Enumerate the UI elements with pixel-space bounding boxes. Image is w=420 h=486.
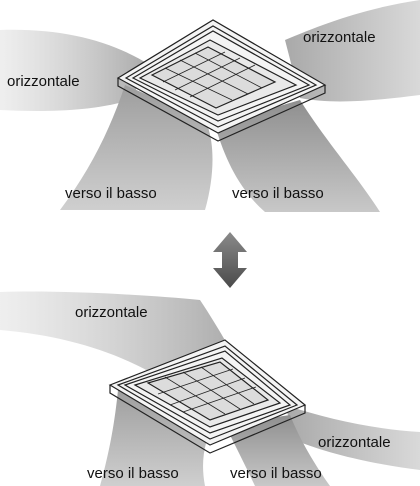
bottom-label-horizontal-right: orizzontale <box>318 434 391 451</box>
bottom-airflow-group <box>0 291 420 486</box>
top-airflow-horizontal-right <box>285 0 420 102</box>
bottom-label-down-left: verso il basso <box>87 465 179 482</box>
bottom-cassette-unit <box>108 339 307 454</box>
bottom-airflow-horizontal-right <box>285 405 420 470</box>
top-label-down-left: verso il basso <box>65 185 157 202</box>
top-airflow-group <box>0 0 420 212</box>
top-label-down-right: verso il basso <box>232 185 324 202</box>
top-airflow-down-right <box>215 100 380 212</box>
top-label-horizontal-left: orizzontale <box>7 73 80 90</box>
top-airflow-down-left <box>60 85 213 210</box>
top-label-horizontal-right: orizzontale <box>303 29 376 46</box>
up-down-arrow-icon <box>213 232 247 288</box>
bottom-label-horizontal-top: orizzontale <box>75 304 148 321</box>
bottom-label-down-right: verso il basso <box>230 465 322 482</box>
bottom-airflow-horizontal-top <box>0 291 240 372</box>
top-cassette-unit <box>116 19 327 142</box>
top-airflow-horizontal-left <box>0 29 150 111</box>
bottom-airflow-down-right <box>225 415 330 486</box>
